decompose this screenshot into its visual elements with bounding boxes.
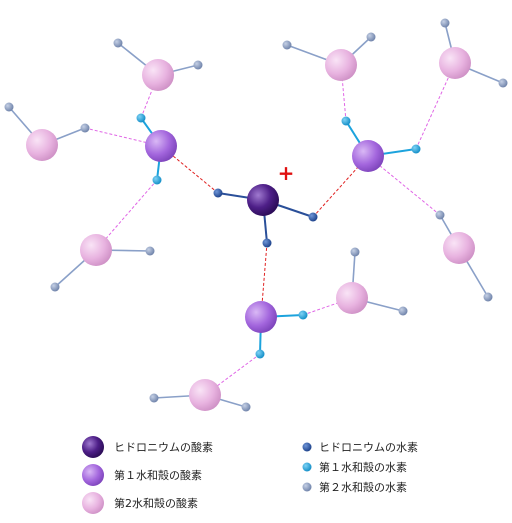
legend-hydronium-hydrogen-swatch <box>302 442 312 452</box>
first-shell-hydrogen <box>411 144 421 154</box>
second-shell-hydrogen <box>113 38 123 48</box>
second-shell-hydrogen <box>241 402 251 412</box>
first-shell-hydrogen <box>136 113 146 123</box>
second-shell-hydrogen <box>350 247 360 257</box>
legend-hydronium-hydrogen-label: ヒドロニウムの水素 <box>319 441 418 454</box>
second-shell-oxygen <box>439 47 471 79</box>
second-shell-oxygen <box>325 49 357 81</box>
second-shell-hydrogen <box>483 292 493 302</box>
oxygen-atoms <box>26 47 475 411</box>
first-shell-hydrogen <box>341 116 351 126</box>
second-shell-hydrogen <box>80 123 90 133</box>
first-shell-oxygen <box>352 140 384 172</box>
second-shell-oxygen <box>26 129 58 161</box>
second-shell-hydrogen <box>440 18 450 28</box>
legend-second-shell-hydrogen-label: 第２水和殻の水素 <box>319 480 407 494</box>
first-shell-oxygen <box>145 130 177 162</box>
legend-second-shell-oxygen-swatch <box>82 492 104 514</box>
legend-hydronium-oxygen-swatch <box>82 436 104 458</box>
hbond-first-b-to-second-5 <box>415 62 456 150</box>
hbond-first-c-to-second-7 <box>302 297 353 316</box>
legend-hydronium-oxygen-label: ヒドロニウムの酸素 <box>114 440 213 454</box>
second-shell-hydrogen <box>435 210 445 220</box>
second-shell-oxygen <box>336 282 368 314</box>
first-shell-hydrogen <box>152 175 162 185</box>
positive-charge-symbol: + <box>278 161 295 185</box>
hydronium-hydrogen <box>262 238 272 248</box>
hydrogen-atoms <box>4 18 508 412</box>
second-shell-hydrogen <box>149 393 159 403</box>
legend-first-shell-hydrogen-label: 第１水和殻の水素 <box>319 460 407 474</box>
second-shell-hydrogen <box>4 102 14 112</box>
second-shell-hydrogen <box>366 32 376 42</box>
second-shell-hydrogen <box>498 78 508 88</box>
second-shell-oxygen <box>80 234 112 266</box>
second-shell-hydrogen <box>145 246 155 256</box>
hydronium-hydrogen <box>308 212 318 222</box>
first-shell-oxygen <box>245 301 277 333</box>
legend-first-shell-hydrogen-swatch <box>302 462 312 472</box>
second-shell-oxygen <box>189 379 221 411</box>
second-shell-hydrogen <box>282 40 292 50</box>
hydronium-oxygen <box>247 184 279 216</box>
legend-second-shell-oxygen-label: 第2水和殻の酸素 <box>114 496 198 510</box>
hbond-first-a-to-second-1 <box>140 74 159 119</box>
legend-first-shell-oxygen-swatch <box>82 464 104 486</box>
legend-second-shell-hydrogen-swatch <box>302 482 312 492</box>
legend-first-shell-oxygen-label: 第１水和殻の酸素 <box>114 468 202 482</box>
second-shell-hydrogen <box>193 60 203 70</box>
hydronium-hydrogen <box>213 188 223 198</box>
second-shell-oxygen <box>443 232 475 264</box>
legend: ヒドロニウムの酸素 第１水和殻の酸素 第2水和殻の酸素 ヒドロニウムの水素 第１… <box>82 436 418 514</box>
covalent-bonds <box>8 22 504 408</box>
first-shell-hydrogen <box>298 310 308 320</box>
first-shell-hydrogen <box>255 349 265 359</box>
hydrogen-bonds <box>84 62 456 396</box>
hbond-hydronium-to-first-b <box>312 155 369 218</box>
second-shell-oxygen <box>142 59 174 91</box>
second-shell-hydrogen <box>50 282 60 292</box>
second-shell-hydrogen <box>398 306 408 316</box>
